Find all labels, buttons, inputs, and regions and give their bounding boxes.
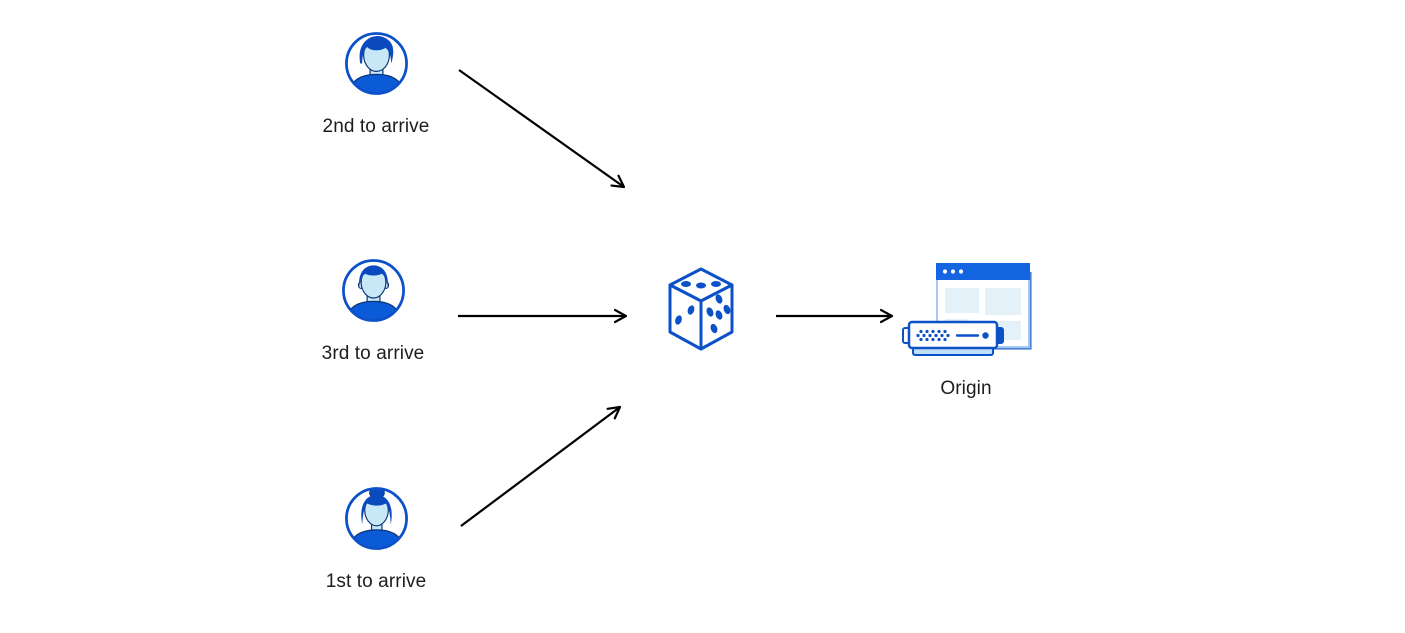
- client-node-3rd: 3rd to arrive: [301, 257, 445, 364]
- client-node-1st: 1st to arrive: [304, 485, 448, 592]
- origin-server-icon: [901, 263, 1032, 356]
- origin-label: Origin: [940, 378, 992, 399]
- client-3rd-label: 3rd to arrive: [321, 343, 425, 364]
- dice-icon: [668, 267, 734, 351]
- avatar-woman-bun-icon: [344, 487, 408, 550]
- client-2nd-label: 2nd to arrive: [322, 116, 430, 137]
- avatar-man-swept-hair-icon: [344, 32, 408, 95]
- router-node: [666, 266, 736, 352]
- avatar-man-short-hair-icon: [341, 259, 405, 322]
- client-1st-label: 1st to arrive: [325, 571, 427, 592]
- client-node-2nd: 2nd to arrive: [304, 30, 448, 137]
- origin-node: Origin: [896, 262, 1036, 399]
- arrow-client2-to-dice: [458, 69, 626, 189]
- arrow-client1-to-dice: [460, 405, 622, 527]
